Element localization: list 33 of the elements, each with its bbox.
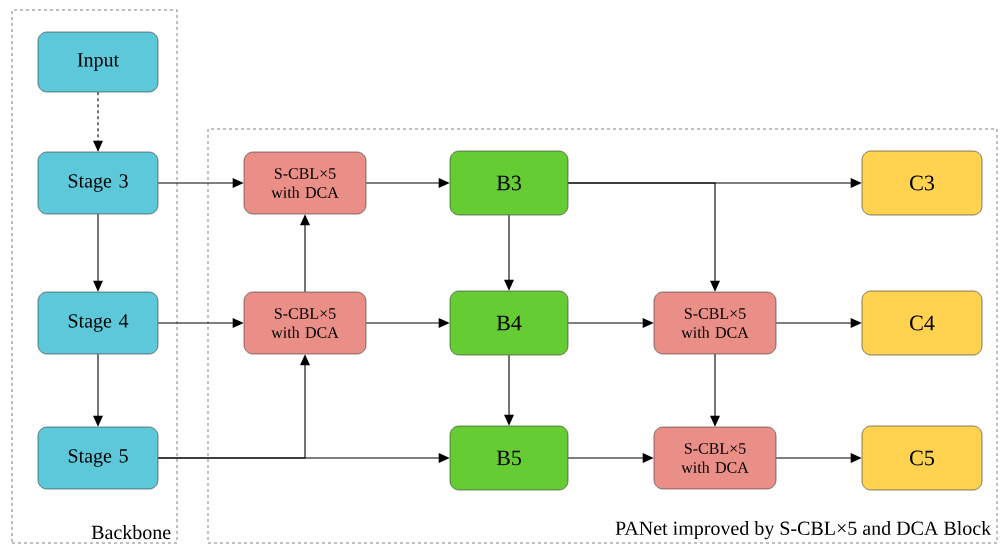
module-box: S-CBL×5 with DCA	[243, 151, 367, 215]
output-box: C4	[861, 290, 983, 356]
feature-box: B3	[449, 150, 569, 216]
output-box: C3	[861, 150, 983, 216]
stage-box: Stage 5	[37, 426, 159, 490]
arrow	[710, 353, 720, 427]
feature-box: B5	[449, 425, 569, 491]
stage-box: Input	[37, 31, 159, 93]
arrow	[504, 214, 514, 291]
arrow	[93, 91, 103, 152]
group-label: Backbone	[91, 525, 171, 540]
module-box: S-CBL×5 with DCA	[653, 291, 777, 355]
module-box: S-CBL×5 with DCA	[243, 291, 367, 355]
stage-box: Stage 3	[37, 151, 159, 215]
arrow	[365, 318, 450, 328]
output-box: C5	[861, 425, 983, 491]
arrow	[157, 453, 450, 463]
arrow	[157, 318, 244, 328]
arrow	[93, 213, 103, 292]
arrow	[567, 318, 654, 328]
arrow	[567, 182, 720, 292]
arrow	[300, 214, 310, 293]
arrow	[775, 318, 862, 328]
arrow	[157, 178, 244, 188]
module-box: S-CBL×5 with DCA	[653, 426, 777, 490]
arrow	[567, 453, 654, 463]
group-label: PANet improved by S-CBL×5 and DCA Block	[615, 520, 992, 540]
arrow	[775, 453, 862, 463]
feature-box: B4	[449, 290, 569, 356]
arrow	[365, 178, 450, 188]
arrow	[504, 354, 514, 426]
stage-box: Stage 4	[37, 291, 159, 355]
arrow	[93, 353, 103, 427]
